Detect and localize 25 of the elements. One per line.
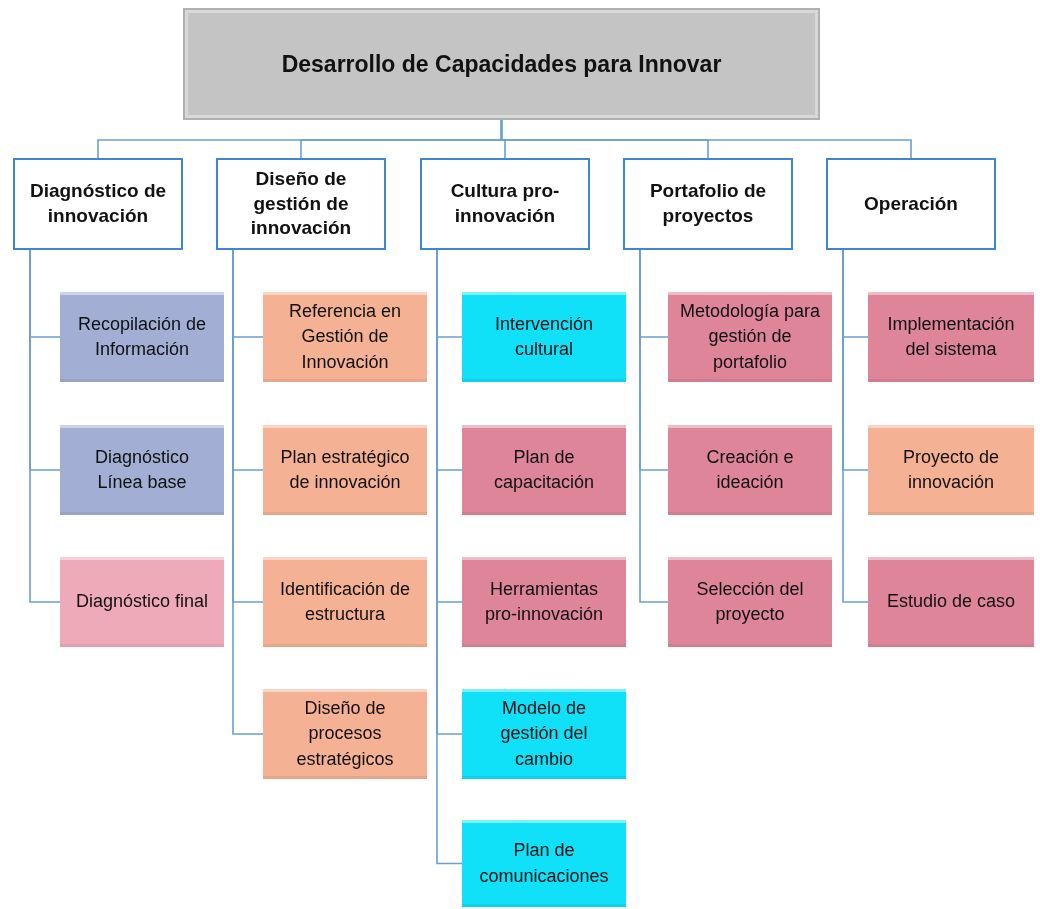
task-box: Plan de capacitación <box>462 425 626 515</box>
task-box: Implementación del sistema <box>868 292 1034 382</box>
task-box: Creación e ideación <box>668 425 832 515</box>
task-box: Proyecto de innovación <box>868 425 1034 515</box>
task-box: Diseño de procesos estratégicos <box>263 689 427 779</box>
category-box: Diseño de gestión de innovación <box>216 158 386 250</box>
task-box: Intervención cultural <box>462 292 626 382</box>
task-box: Recopilación de Información <box>60 292 224 382</box>
category-box: Cultura pro-innovación <box>420 158 590 250</box>
category-box: Diagnóstico de innovación <box>13 158 183 250</box>
title-box: Desarrollo de Capacidades para Innovar <box>183 8 820 120</box>
task-box: Referencia en Gestión de Innovación <box>263 292 427 382</box>
category-box: Portafolio de proyectos <box>623 158 793 250</box>
task-box: Identificación de estructura <box>263 557 427 647</box>
category-box: Operación <box>826 158 996 250</box>
task-box: Plan de comunicaciones <box>462 820 626 907</box>
task-box: Diagnóstico Línea base <box>60 425 224 515</box>
task-box: Plan estratégico de innovación <box>263 425 427 515</box>
task-box: Selección del proyecto <box>668 557 832 647</box>
task-box: Diagnóstico final <box>60 557 224 647</box>
task-box: Herramientas pro-innovación <box>462 557 626 647</box>
task-box: Estudio de caso <box>868 557 1034 647</box>
connector-line <box>500 119 912 159</box>
task-box: Metodología para gestión de portafolio <box>668 292 832 382</box>
task-box: Modelo de gestión del cambio <box>462 689 626 779</box>
